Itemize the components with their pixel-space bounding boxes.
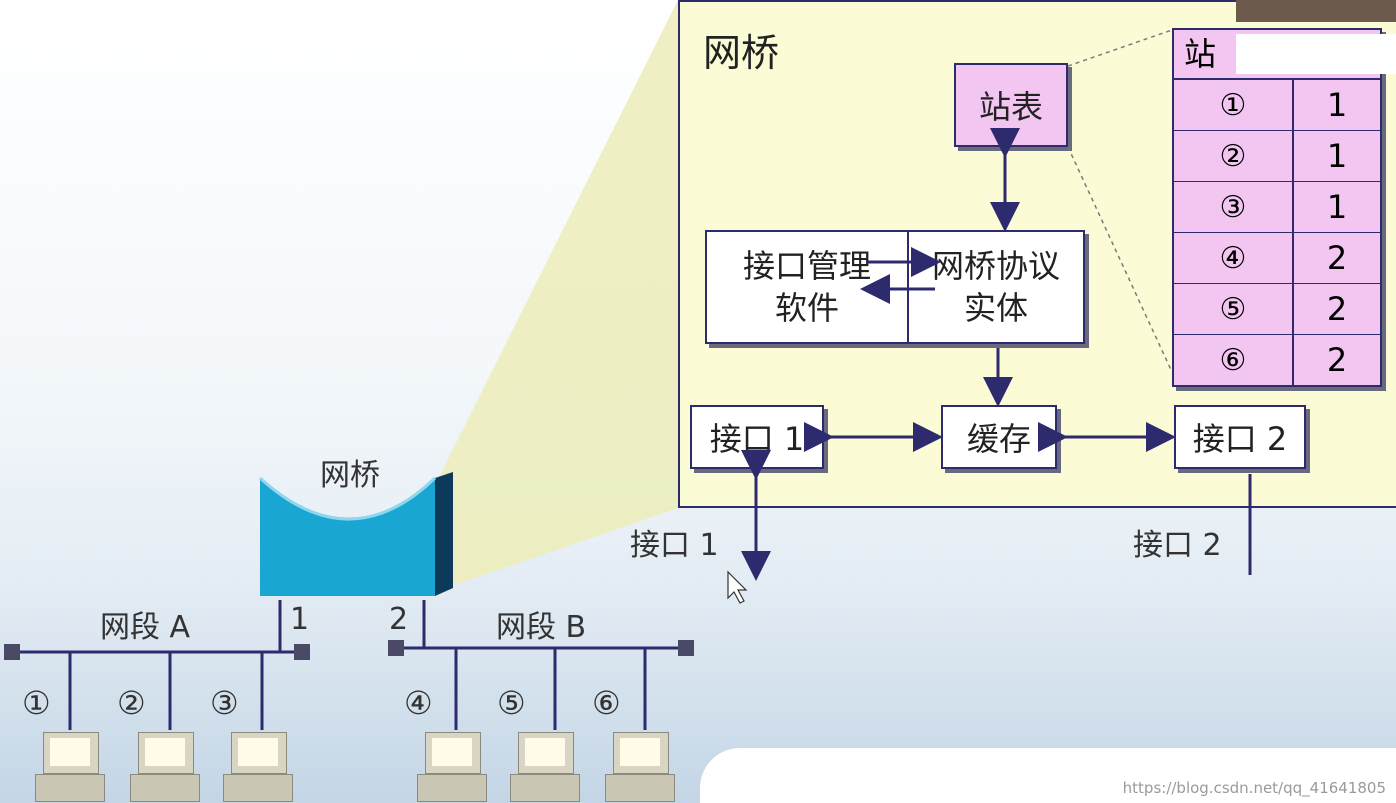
computer-icon [605, 732, 675, 802]
station-id-cell: ⑤ [1174, 284, 1294, 334]
port-cell: 1 [1326, 86, 1348, 124]
port-2-label: 接口 2 [1133, 528, 1222, 563]
port-cell: 2 [1326, 239, 1348, 277]
zoom-funnel [440, 0, 678, 590]
computer-icon [223, 732, 293, 802]
computer-icon [417, 732, 487, 802]
protocol-line-2: 实体 [963, 289, 1028, 327]
mgmt-line-2: 软件 [774, 289, 839, 327]
port-cell: 1 [1326, 188, 1348, 226]
port-cell: 2 [1326, 290, 1348, 328]
port-cell: 1 [1326, 137, 1348, 175]
station-id-cell: ④ [1174, 233, 1294, 283]
port-1-label: 接口 1 [630, 528, 719, 563]
computer-icon [35, 732, 105, 802]
segment-a-label: 网段 A [100, 610, 191, 645]
station-id-cell: ② [1174, 131, 1294, 181]
mgmt-line-1: 接口管理 [742, 247, 871, 285]
watermark: https://blog.csdn.net/qq_41641805 [1122, 779, 1386, 797]
station-id-cell: ⑥ [1174, 335, 1294, 385]
bridge-device-icon [258, 472, 453, 596]
station-number: ① [22, 684, 51, 722]
station-table-box: 站表 [954, 63, 1068, 147]
port-1-box: 接口 1 [690, 405, 824, 469]
station-table-header: 站 [1174, 30, 1380, 80]
port-cell: 2 [1326, 341, 1348, 379]
webcam-overlay [1236, 0, 1396, 22]
bridge-protocol-entity-box: 网桥协议 实体 [907, 230, 1085, 344]
bridge-port-1-number: 1 [290, 602, 310, 637]
port-2-box: 接口 2 [1174, 405, 1306, 469]
protocol-line-1: 网桥协议 [931, 247, 1060, 285]
station-number: ② [117, 684, 146, 722]
station-number: ③ [210, 684, 239, 722]
computer-icon [130, 732, 200, 802]
station-id-cell: ① [1174, 80, 1294, 130]
bridge-port-2-number: 2 [389, 602, 409, 637]
station-id-cell: ③ [1174, 182, 1294, 232]
panel-title: 网桥 [703, 31, 780, 75]
computer-icon [510, 732, 580, 802]
buffer-box: 缓存 [941, 405, 1057, 469]
bridge-label: 网桥 [320, 458, 380, 493]
webcam-overlay-mask [1236, 34, 1396, 74]
interface-mgmt-software-box: 接口管理 软件 [705, 230, 909, 344]
bottom-overlay [700, 748, 1396, 803]
station-number: ⑥ [592, 684, 621, 722]
station-number: ⑤ [497, 684, 526, 722]
station-number: ④ [404, 684, 433, 722]
segment-b-label: 网段 B [496, 610, 587, 645]
